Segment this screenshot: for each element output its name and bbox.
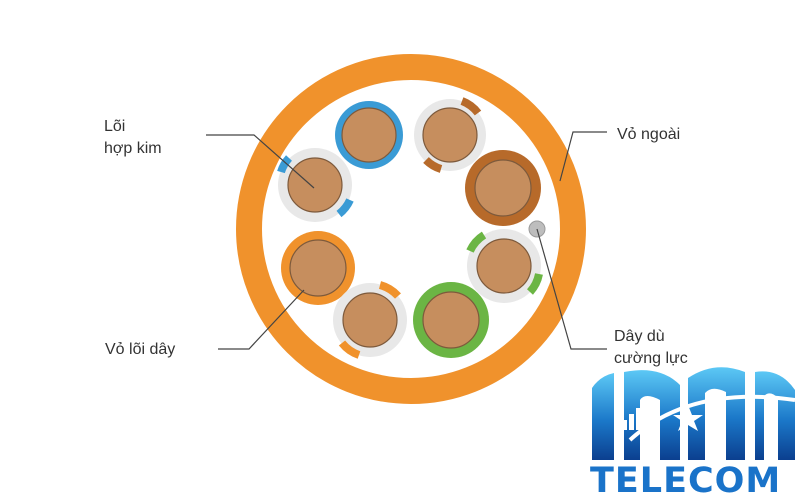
- conductor-green: [413, 282, 489, 358]
- conductor-white-green: [466, 229, 543, 303]
- outer-jacket-ring: [236, 54, 586, 404]
- label-alloy-core: Lõi hợp kim: [104, 116, 162, 160]
- conductor-white-orange: [333, 281, 407, 359]
- leader-line-ripcord: [536, 228, 607, 350]
- leader-line-outer-jacket: [559, 131, 607, 182]
- telecom-logo-graphic: [592, 367, 796, 460]
- label-ripcord-line1: Dây dù: [614, 328, 665, 345]
- conductor-white-blue: [277, 148, 354, 222]
- conductor-white-brown: [414, 97, 486, 173]
- conductor-orange: [281, 231, 355, 305]
- conductor-blue: [335, 101, 403, 169]
- conductor-brown: [465, 150, 541, 226]
- logo-brand-text: TELECOM: [590, 461, 782, 501]
- label-wire-insulation: Vỏ lõi dây: [105, 341, 176, 358]
- label-ripcord: Dây dù cường lực: [614, 326, 688, 370]
- leader-line-alloy-core: [206, 134, 315, 189]
- leader-lines: [206, 131, 607, 350]
- leader-line-insulation: [218, 289, 305, 350]
- label-alloy-core-line2: hợp kim: [104, 140, 162, 157]
- label-outer-jacket: Vỏ ngoài: [617, 126, 681, 143]
- label-alloy-core-line1: Lõi: [104, 118, 126, 135]
- label-ripcord-line2: cường lực: [614, 350, 688, 367]
